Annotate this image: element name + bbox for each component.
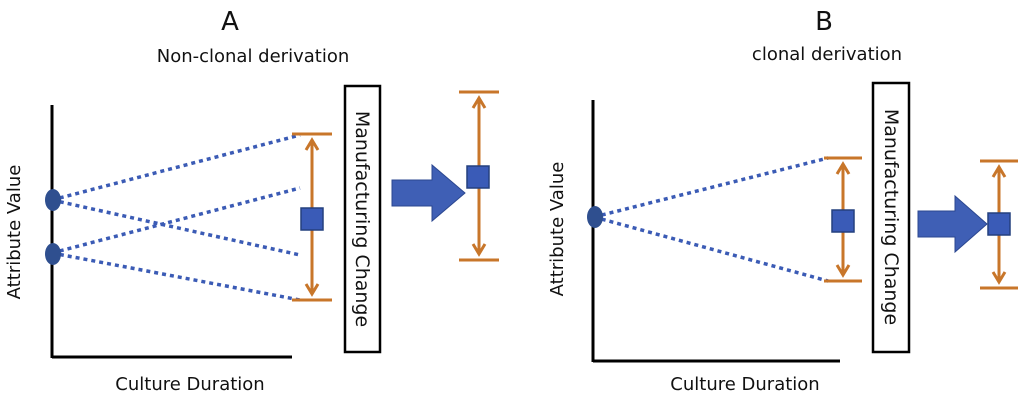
- panel-b-letter: B: [815, 7, 833, 37]
- panel-a-x-label: Culture Duration: [115, 374, 264, 395]
- panel-b-trajectory-low: [593, 215, 829, 283]
- panel-b-subtitle: clonal derivation: [752, 44, 902, 65]
- panel-a-trajectory-lower-low: [51, 251, 301, 302]
- panel-a-trajectory-lower-high: [51, 186, 301, 255]
- panel-a-y-label: Attribute Value: [4, 165, 25, 300]
- panel-b-manufacturing-change-label: Manufacturing Change: [880, 109, 902, 325]
- panel-a-transition-arrow: [391, 163, 466, 223]
- panel-a-manufacturing-change-box: [343, 84, 382, 354]
- panel-b-trajectory-high: [593, 156, 829, 219]
- panel-b-x-label: Culture Duration: [670, 374, 819, 395]
- panel-b: B clonal derivation Attribute Value Cult…: [547, 7, 1018, 395]
- panel-a-trajectory-upper-low: [51, 198, 301, 257]
- panel-a-post-mean-marker: [466, 165, 490, 189]
- panel-b-post-mean-marker: [987, 212, 1011, 236]
- panel-a-mean-marker: [300, 207, 324, 231]
- panel-b-mean-marker: [831, 209, 855, 233]
- panel-a-letter: A: [221, 7, 239, 37]
- panel-b-start-dot: [587, 206, 603, 228]
- panel-a-start-dot-upper: [45, 189, 61, 211]
- panel-b-y-label: Attribute Value: [547, 162, 568, 297]
- panel-a: A Non-clonal derivation Attribute Value …: [4, 7, 499, 395]
- panel-a-trajectory-upper-high: [51, 133, 301, 202]
- panel-a-subtitle: Non-clonal derivation: [157, 46, 350, 67]
- panel-b-transition-arrow: [917, 194, 988, 254]
- panel-a-manufacturing-change-label: Manufacturing Change: [351, 111, 373, 327]
- panel-b-manufacturing-change-box: [871, 81, 911, 354]
- panel-a-start-dot-lower: [45, 243, 61, 265]
